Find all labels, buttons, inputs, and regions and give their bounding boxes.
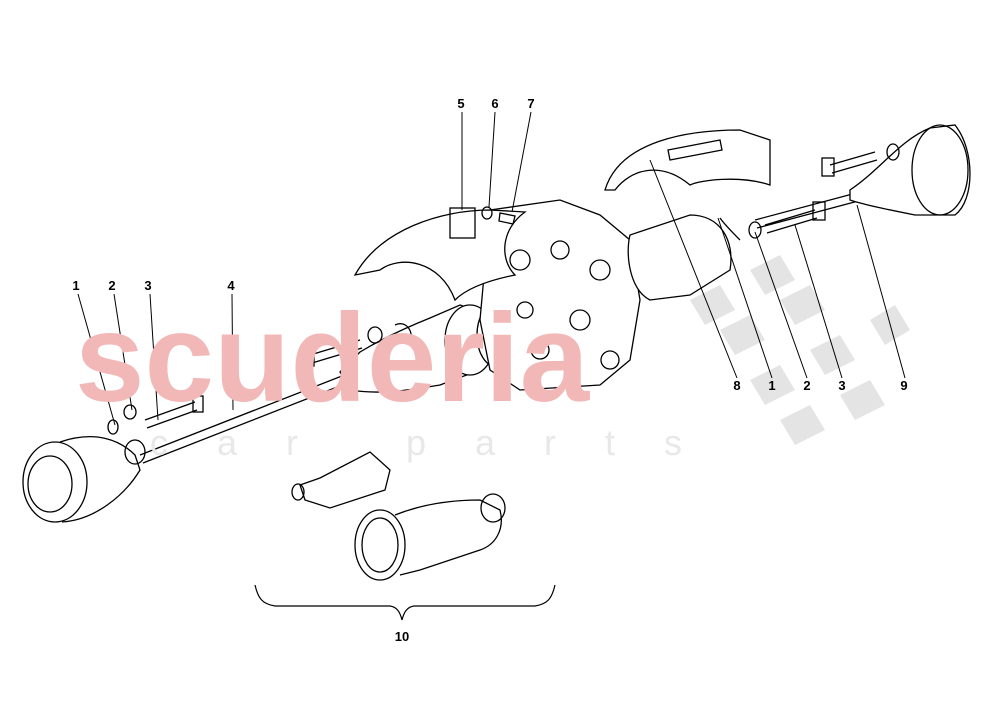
callout-left-1[interactable]: 1 <box>72 278 80 293</box>
callout-left-3[interactable]: 3 <box>144 278 152 293</box>
checkered-flag-watermark <box>690 255 910 445</box>
callout-top-6[interactable]: 6 <box>491 96 499 111</box>
callout-top-5[interactable]: 5 <box>457 96 465 111</box>
callout-kit-10[interactable]: 10 <box>394 629 410 644</box>
callout-left-4[interactable]: 4 <box>227 278 235 293</box>
driveshaft-assembly <box>22 111 971 621</box>
callout-left-2[interactable]: 2 <box>108 278 116 293</box>
callout-top-7[interactable]: 7 <box>527 96 535 111</box>
callout-right-1[interactable]: 1 <box>768 378 776 393</box>
callout-right-3[interactable]: 3 <box>838 378 846 393</box>
callout-right-2[interactable]: 2 <box>803 378 811 393</box>
callout-right-8[interactable]: 8 <box>733 378 741 393</box>
callout-right-9[interactable]: 9 <box>900 378 908 393</box>
